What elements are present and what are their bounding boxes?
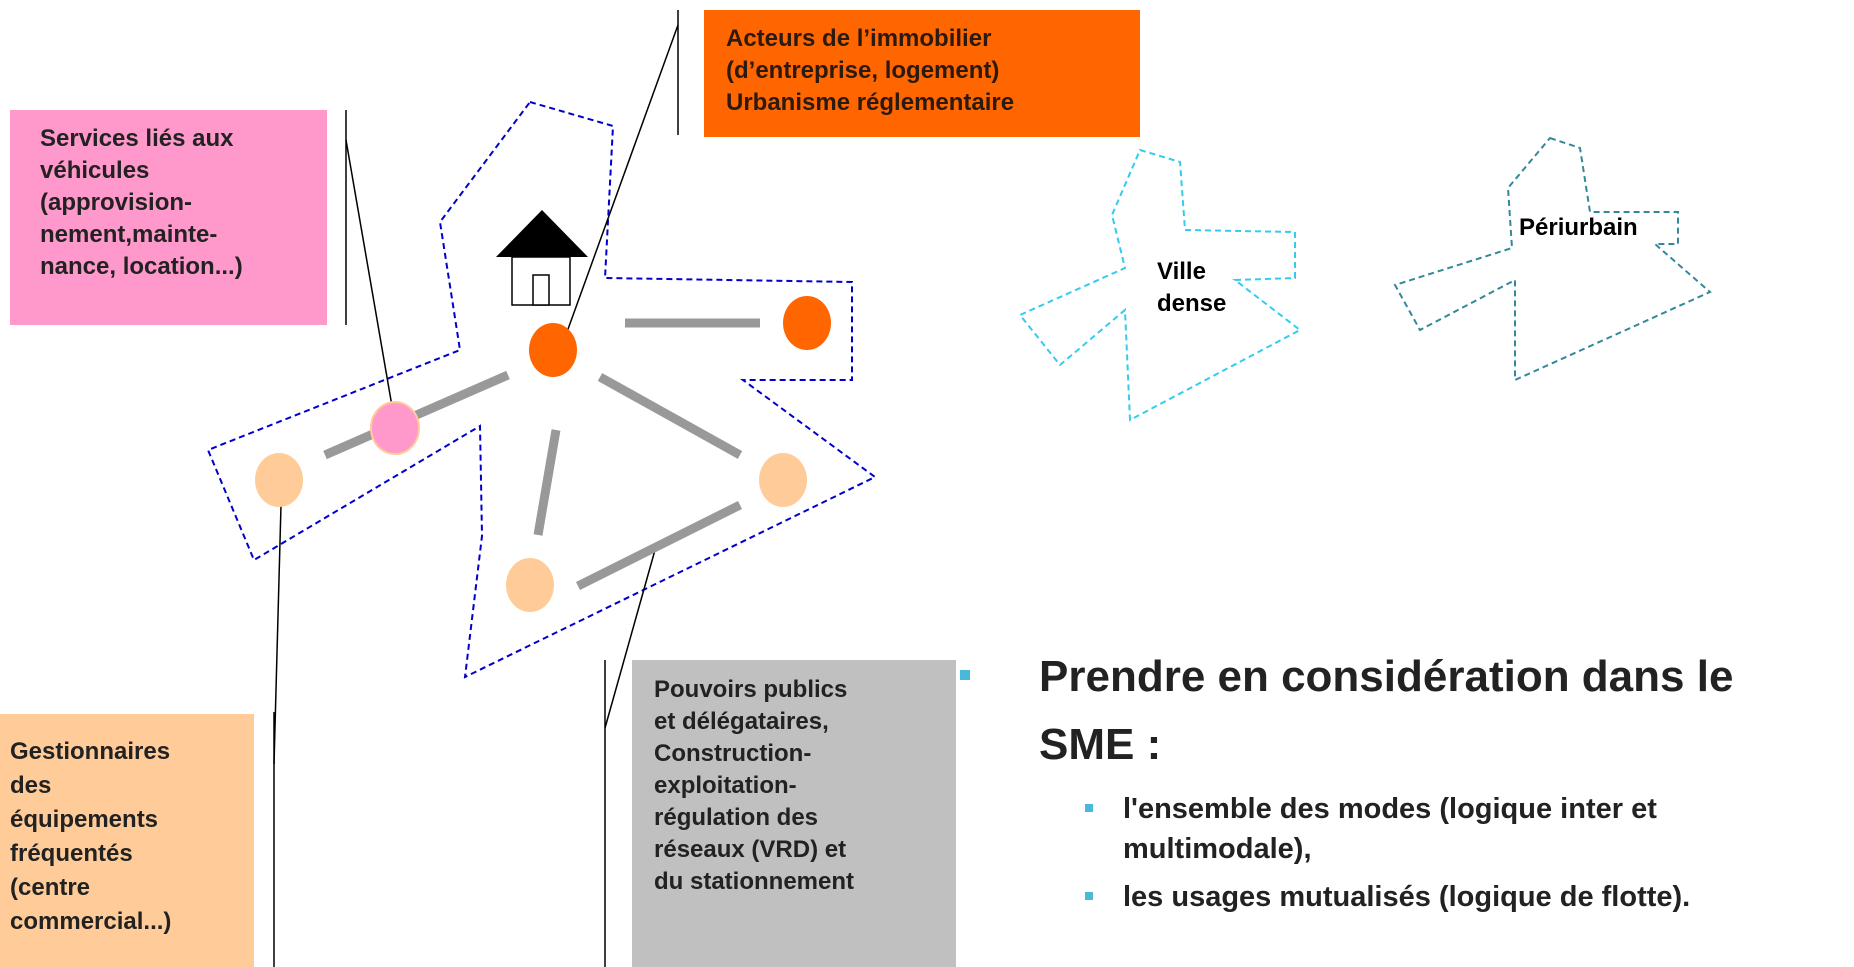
box-line: exploitation- <box>654 772 797 799</box>
sub-bullet-line: multimodale), <box>1123 833 1312 865</box>
node-facility-1 <box>255 453 303 507</box>
box-line: Pouvoirs publics <box>654 676 848 703</box>
ville-dense-outline <box>1018 148 1302 422</box>
bullet-marker <box>1085 892 1093 900</box>
box-line: Urbanisme réglementaire <box>726 89 1015 116</box>
box-line: véhicules <box>40 157 150 184</box>
periurbain-label: Périurbain <box>1519 214 1638 241</box>
box-line: des <box>10 772 52 799</box>
ville-dense-label: Ville dense <box>1157 256 1226 320</box>
box-line: nement,mainte- <box>40 221 218 248</box>
sub-bullet-line: les usages mutualisés (logique de flotte… <box>1123 881 1691 913</box>
node-real-estate <box>529 323 577 377</box>
ville-dense-line: dense <box>1157 290 1227 317</box>
house-icon <box>496 210 588 306</box>
box-line: régulation des <box>654 804 819 831</box>
main-bullet-line: SME : <box>1039 720 1162 769</box>
box-line: fréquentés <box>10 840 133 867</box>
box-line: (approvision- <box>40 189 193 216</box>
main-bullet: Prendre en considération dans le SME : <box>960 643 1854 779</box>
box-line: (centre <box>10 874 91 901</box>
bullet-list: Prendre en considération dans le SME : l… <box>960 643 1854 917</box>
box-line: Construction- <box>654 740 812 767</box>
sub-bullet-line: l'ensemble des modes (logique inter et <box>1123 793 1657 825</box>
ville-dense-line: Ville <box>1157 258 1206 285</box>
bullet-marker <box>1085 804 1093 812</box>
box-line: (d’entreprise, logement) <box>726 57 1000 84</box>
callout-lines <box>273 10 679 967</box>
box-line: Gestionnaires <box>10 738 171 765</box>
node-real-estate-2 <box>783 296 831 350</box>
box-line: du stationnement <box>654 868 855 895</box>
public-authorities-box: Pouvoirs publics et délégataires, Constr… <box>632 660 956 967</box>
box-line: nance, location...) <box>40 253 243 280</box>
box-line: équipements <box>10 806 159 833</box>
periurbain-outline <box>1393 136 1712 382</box>
facility-managers-box: Gestionnaires des équipements fréquentés… <box>0 714 254 967</box>
real-estate-actors-box: Acteurs de l’immobilier (d’entreprise, l… <box>704 10 1140 137</box>
sub-bullet: l'ensemble des modes (logique inter et m… <box>960 789 1854 869</box>
node-vehicle-services <box>370 401 420 455</box>
box-line: Services liés aux <box>40 125 234 152</box>
sub-bullet: les usages mutualisés (logique de flotte… <box>960 877 1854 917</box>
bullet-marker <box>960 670 970 680</box>
network-outline <box>206 100 877 679</box>
box-line: Acteurs de l’immobilier <box>726 25 992 52</box>
main-bullet-line: Prendre en considération dans le <box>1039 652 1734 701</box>
box-line: commercial...) <box>10 908 172 935</box>
vehicle-services-box: Services liés aux véhicules (approvision… <box>10 110 327 325</box>
node-facility-3 <box>506 558 554 612</box>
box-line: et délégataires, <box>654 708 829 735</box>
node-facility-2 <box>759 453 807 507</box>
box-line: réseaux (VRD) et <box>654 836 847 863</box>
